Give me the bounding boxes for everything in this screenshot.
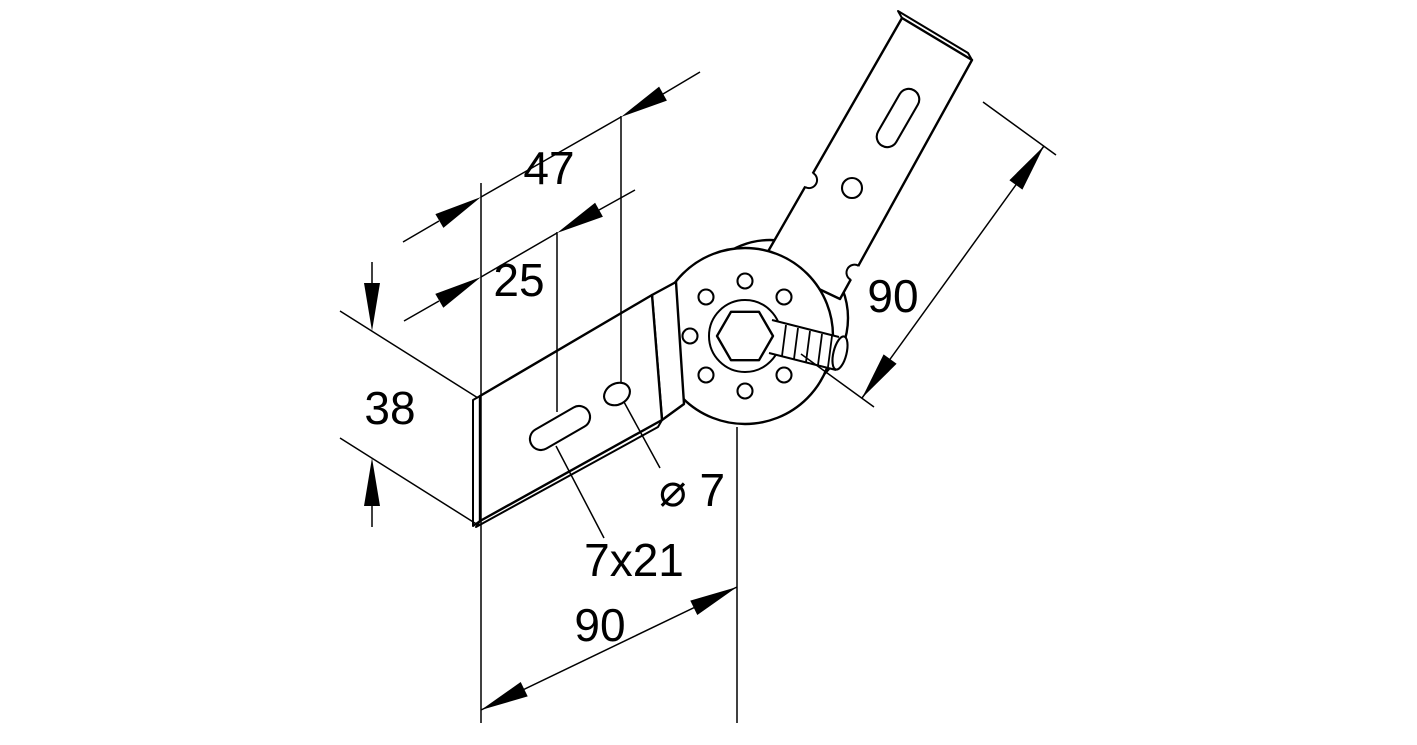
lower-arm-bottom-thickness bbox=[475, 419, 663, 528]
hex-nut bbox=[715, 310, 775, 362]
arrowhead bbox=[481, 682, 528, 710]
ring-hole bbox=[681, 327, 699, 345]
dimensions: 47 25 38 90 90 7x21 ⌀ 7 bbox=[339, 71, 1057, 723]
upper-arm-left-notch-mask bbox=[801, 172, 817, 188]
lower-arm-slot bbox=[528, 404, 592, 452]
bolt-tip bbox=[831, 335, 849, 371]
arrowhead bbox=[862, 354, 897, 398]
lower-arm-hole bbox=[603, 381, 631, 407]
arrowhead bbox=[557, 202, 603, 233]
hole-diameter-label: ⌀ 7 bbox=[659, 464, 725, 516]
dim-line-47 bbox=[402, 71, 701, 243]
dim-line-25 bbox=[403, 189, 636, 322]
bolt-shaft-fill bbox=[769, 320, 839, 370]
hinge-details bbox=[681, 272, 849, 400]
arrowhead bbox=[1009, 146, 1044, 190]
leader-hole bbox=[623, 401, 661, 469]
arrowhead bbox=[435, 277, 481, 308]
ring-hole bbox=[775, 366, 793, 384]
arrowhead bbox=[621, 86, 667, 117]
upper-arm bbox=[760, 10, 974, 301]
upper-arm-right-notch bbox=[845, 263, 859, 281]
arrowhead bbox=[364, 283, 380, 331]
ring-hole bbox=[697, 288, 715, 306]
dim-47-label: 47 bbox=[523, 142, 574, 194]
ring-hole bbox=[775, 288, 793, 306]
ring-hole bbox=[736, 272, 754, 290]
bolt-shaft-edges bbox=[768, 319, 840, 371]
dim-38-label: 38 bbox=[364, 382, 415, 434]
ring-hole bbox=[736, 382, 754, 400]
dim-25-label: 25 bbox=[493, 254, 544, 306]
ext-lines-width bbox=[339, 310, 479, 526]
bolt-thread-lines bbox=[781, 324, 833, 368]
upper-arm-left-notch bbox=[804, 172, 819, 190]
upper-arm-slot bbox=[875, 87, 921, 149]
leader-slot bbox=[555, 445, 605, 539]
dim-90-right-label: 90 bbox=[867, 270, 918, 322]
upper-arm-end-thickness bbox=[897, 10, 973, 61]
dim-90-bottom-label: 90 bbox=[574, 599, 625, 651]
ring-hole bbox=[697, 366, 715, 384]
slot-size-label: 7x21 bbox=[584, 534, 684, 586]
arrowhead bbox=[435, 197, 481, 228]
upper-arm-hole bbox=[840, 176, 864, 200]
arrowhead bbox=[364, 458, 380, 506]
lower-arm bbox=[472, 280, 686, 528]
upper-arm-body bbox=[760, 16, 974, 301]
upper-arm-right-notch-mask bbox=[847, 265, 862, 281]
dim-line-90-right bbox=[861, 145, 1045, 399]
arrowhead bbox=[690, 587, 737, 615]
